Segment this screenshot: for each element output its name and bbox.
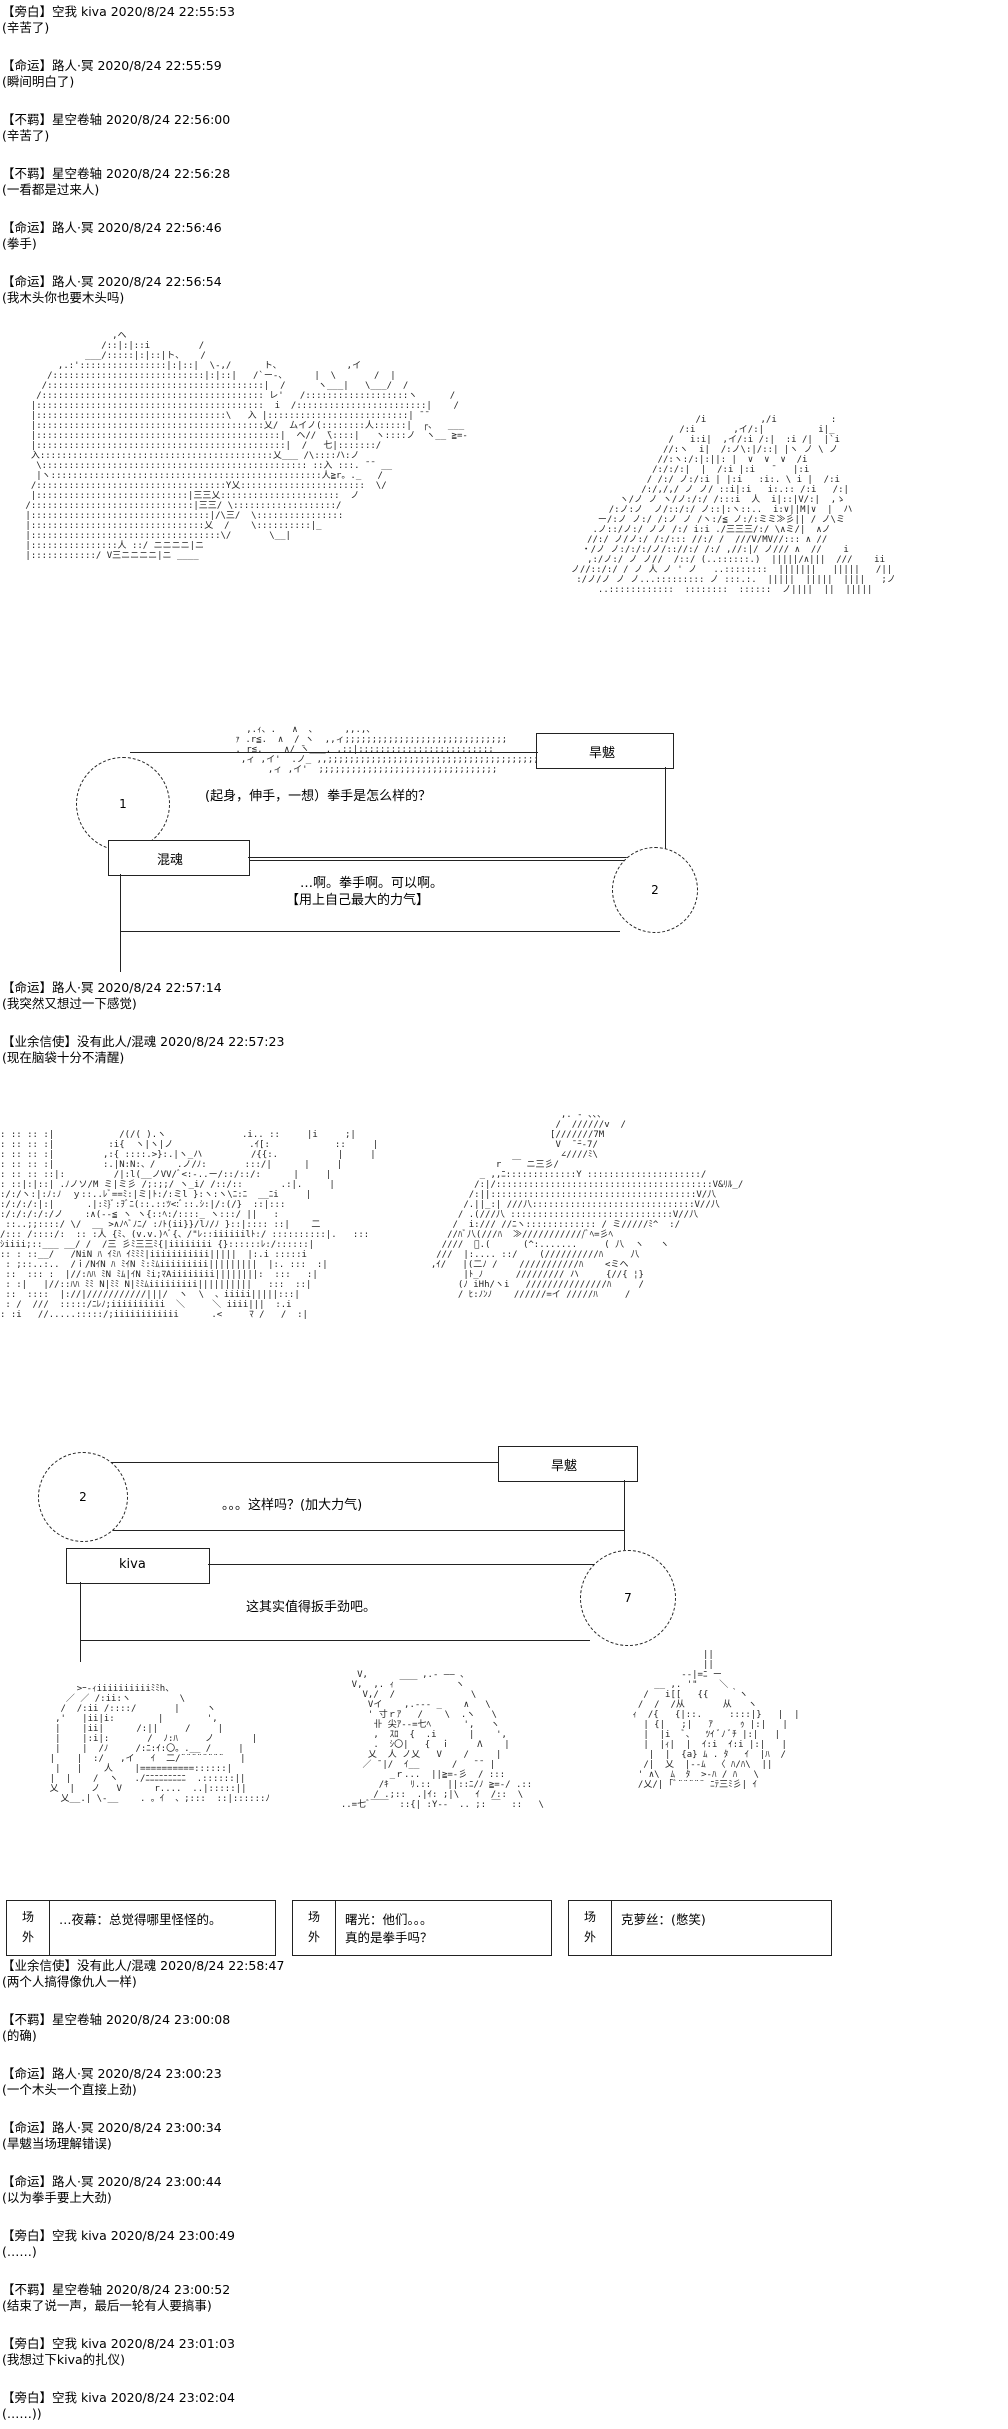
scene-2: : :: :: :| /(/( ).ヽ .i.. :: |i ;| : :: :…: [0, 1110, 900, 1670]
aside-tag: 场 外: [7, 1901, 50, 1955]
aside-panel: 场 外 克萝丝：(憋笑): [568, 1900, 832, 1956]
bubble-border: [624, 1480, 625, 1550]
chat-body: (辛苦了): [2, 128, 50, 143]
chat-body: (的确): [2, 2028, 37, 2043]
chat-header: 【旁白】空我 kiva 2020/8/24 23:01:03: [2, 2336, 235, 2351]
speaker-box: 旱魃: [498, 1446, 638, 1482]
chat-header: 【命运】路人·冥 2020/8/24 22:56:46: [2, 220, 222, 235]
aside-text: …夜幕：总觉得哪里怪怪的。: [59, 1912, 222, 1927]
dialogue-line: 。。。这样吗？(加大力气): [222, 1498, 363, 1513]
chat-header: 【命运】路人·冥 2020/8/24 23:00:34: [2, 2120, 222, 2135]
chat-header: 【命运】路人·冥 2020/8/24 22:56:54: [2, 274, 222, 289]
chat-header: 【业余信使】没有此人/混魂 2020/8/24 22:58:47: [2, 1958, 285, 1973]
chat-header: 【旁白】空我 kiva 2020/8/24 22:55:53: [2, 4, 235, 19]
bubble-border: [100, 1462, 498, 1463]
ascii-art-left-figure: ,ヘ /::|:|::i / ___/:::::|:|::|ト、 / ,.:':…: [25, 331, 468, 561]
scene-1: ,ヘ /::|:|::i / ___/:::::|:|::|ト、 / ,.:':…: [0, 325, 900, 972]
ascii-art-yomaku: >ｰ‐ｨiiiiiiiiiiﾐﾐh、 ／ ／ /:ii:ヽ \ / /:ii /…: [49, 1684, 270, 1804]
speaker-box: 混魂: [108, 840, 250, 876]
chat-body: (辛苦了): [2, 20, 50, 35]
chat-body: (结束了说一声，最后一轮有人要搞事): [2, 2298, 212, 2313]
chat-header: 【不羁】星空卷轴 2020/8/24 22:56:28: [2, 166, 231, 181]
aside-tag: 场 外: [569, 1901, 612, 1955]
bubble-border: [80, 1582, 81, 1662]
speaker-number-badge: 7: [580, 1550, 676, 1646]
chat-header: 【不羁】星空卷轴 2020/8/24 22:56:00: [2, 112, 231, 127]
chat-body: (现在脑袋十分不清醒): [2, 1050, 125, 1065]
bubble-border: [248, 857, 628, 858]
ascii-art-right-figure: /i ,/i : /:i ,イ/:| i|_ / i:i| ,イ/:i /:| …: [570, 415, 896, 595]
chat-body: (我木头你也要木头吗): [2, 290, 125, 305]
ascii-art-kelosi: || || -‐|=ﾆ ー __ ,. '" ＼ / i[[ {{ ｀ヽ / /…: [632, 1650, 800, 1790]
speaker-name: kiva: [119, 1557, 146, 1572]
chat-header: 【旁白】空我 kiva 2020/8/24 23:00:49: [2, 2228, 235, 2243]
speaker-box: kiva: [66, 1548, 210, 1584]
chat-header: 【命运】路人·冥 2020/8/24 23:00:23: [2, 2066, 222, 2081]
aside-text: 克萝丝：(憋笑): [621, 1912, 706, 1927]
chat-body: (……): [2, 2244, 37, 2259]
aside-panel: 场 外 …夜幕：总觉得哪里怪怪的。: [6, 1900, 276, 1956]
chat-body: (我想过下kiva的扎仪): [2, 2352, 126, 2367]
bubble-border: [120, 931, 620, 932]
bubble-border: [665, 767, 666, 861]
aside-tag: 场 外: [293, 1901, 336, 1955]
speaker-name: 旱魃: [589, 746, 616, 761]
chat-header: 【不羁】星空卷轴 2020/8/24 23:00:08: [2, 2012, 231, 2027]
chat-body: (瞬间明白了): [2, 74, 75, 89]
scene-3: >ｰ‐ｨiiiiiiiiiiﾐﾐh、 ／ ／ /:ii:ヽ \ / /:ii /…: [0, 1650, 900, 1956]
aside-panel: 场 外 曙光：他们。。。 真的是拳手吗？: [292, 1900, 552, 1956]
ascii-art-ground-effect: ,.ｨ、. ∧ 、 ,,.,、 ｧ .r≦. ∧ / ヽ ,,ィ;;;;;;;;…: [235, 725, 545, 775]
ascii-art-right-figure: ,. - 、、、 / //////v / [///////7M V ̄ ̄ｰ-7…: [430, 1110, 744, 1300]
chat-body: (以为拳手要上大劲): [2, 2190, 112, 2205]
chat-header: 【业余信使】没有此人/混魂 2020/8/24 22:57:23: [2, 1034, 285, 1049]
speaker-box: 旱魃: [536, 733, 674, 769]
dialogue-line: 这其实值得扳手劲吧。: [246, 1600, 377, 1615]
speaker-number-badge: 2: [612, 847, 698, 933]
ascii-art-shuguang: V, ,.- ―― 、 V, ,. ｨ ￣￣ ヽ V,/ / \ Vイ ,.--…: [340, 1670, 544, 1810]
speaker-name: 旱魃: [551, 1459, 578, 1474]
aside-text: 曙光：他们。。。 真的是拳手吗？: [345, 1912, 433, 1945]
bubble-border: [208, 1564, 594, 1565]
chat-body: (一看都是过来人): [2, 182, 100, 197]
dialogue-line: …啊。拳手啊。可以啊。: [300, 876, 444, 891]
chat-body: (旱魃当场理解错误): [2, 2136, 112, 2151]
chat-header: 【不羁】星空卷轴 2020/8/24 23:00:52: [2, 2282, 231, 2297]
dialogue-line: 【用上自己最大的力气】: [286, 893, 430, 908]
bubble-border: [120, 874, 121, 972]
ascii-art-left-pair: : :: :: :| /(/( ).ヽ .i.. :: |i ;| : :: :…: [0, 1130, 379, 1320]
chat-body: (……)): [2, 2406, 42, 2421]
speaker-number-badge: 2: [38, 1452, 128, 1542]
chat-header: 【旁白】空我 kiva 2020/8/24 23:02:04: [2, 2390, 235, 2405]
chat-body: (一个木头一个直接上劲): [2, 2082, 137, 2097]
dialogue-line: (起身，伸手，一想）拳手是怎么样的？: [205, 789, 432, 804]
bubble-border: [100, 1530, 624, 1531]
chat-body: (我突然又想过一下感觉): [2, 996, 137, 1011]
chat-header: 【命运】路人·冥 2020/8/24 22:57:14: [2, 980, 222, 995]
speaker-number-badge: 1: [76, 757, 170, 851]
bubble-border: [130, 860, 666, 861]
chat-body: (两个人搞得像仇人一样): [2, 1974, 137, 1989]
chat-header: 【命运】路人·冥 2020/8/24 22:55:59: [2, 58, 222, 73]
chat-header: 【命运】路人·冥 2020/8/24 23:00:44: [2, 2174, 222, 2189]
speaker-name: 混魂: [157, 853, 184, 868]
chat-body: (拳手): [2, 236, 37, 251]
bubble-border: [80, 1640, 590, 1641]
bubble-border: [130, 752, 538, 753]
